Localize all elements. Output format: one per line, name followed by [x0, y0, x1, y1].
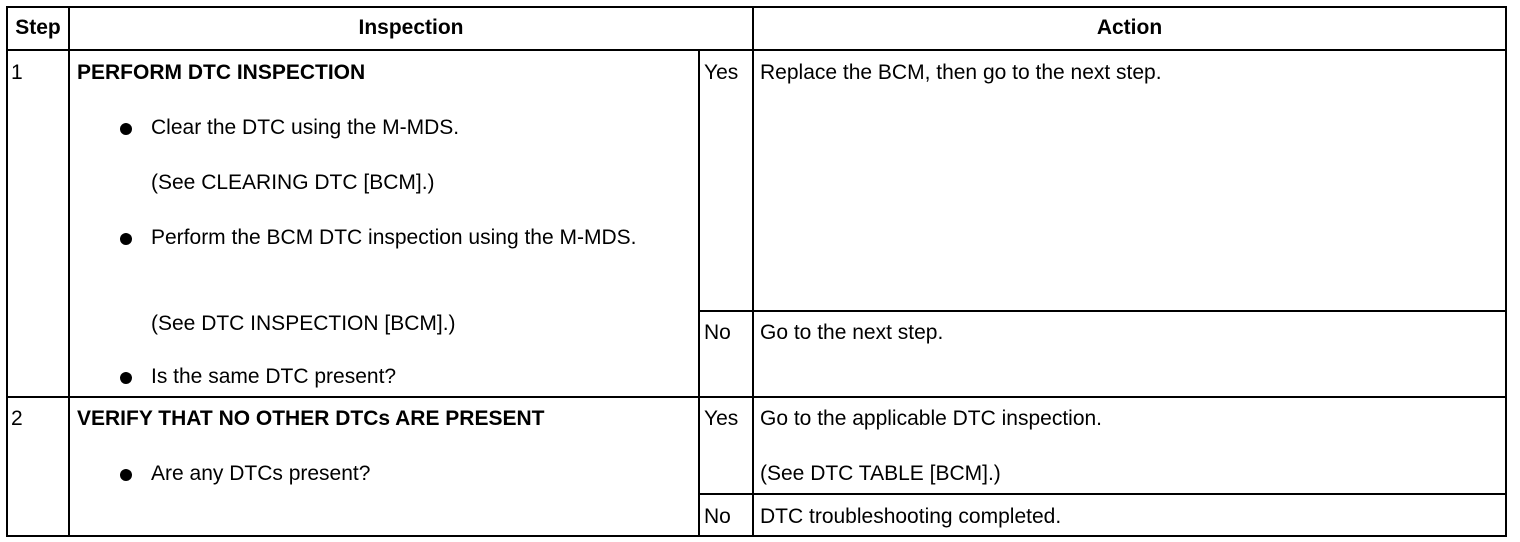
step-number: 1 [11, 61, 23, 84]
label-column-divider [698, 49, 700, 535]
yes-no-divider-2 [698, 493, 1505, 495]
bullet-icon [120, 469, 132, 481]
inspection-bullet: Are any DTCs present? [120, 460, 370, 488]
reference-text: (See DTC INSPECTION [BCM].) [151, 312, 456, 335]
reference-text: (See DTC TABLE [BCM].) [760, 462, 1001, 485]
yes-no-divider-1 [698, 310, 1505, 312]
bullet-text: Is the same DTC present? [151, 365, 397, 388]
inspection-title: VERIFY THAT NO OTHER DTCs ARE PRESENT [77, 407, 545, 430]
inspection-bullet: Perform the BCM DTC inspection using the… [120, 224, 651, 252]
bullet-icon [120, 233, 132, 245]
header-divider [8, 49, 1505, 51]
header-action: Action [1096, 16, 1163, 39]
row-divider [8, 396, 1505, 398]
yes-action: Go to the applicable DTC inspection. [760, 407, 1103, 430]
no-label: No [704, 321, 731, 344]
inspection-bullet: Is the same DTC present? [120, 363, 396, 391]
yes-label: Yes [704, 407, 739, 430]
inspection-bullet: Clear the DTC using the M-MDS. [120, 114, 459, 142]
no-label: No [704, 505, 731, 528]
bullet-icon [120, 123, 132, 135]
inspection-title: PERFORM DTC INSPECTION [77, 61, 366, 84]
step-number: 2 [11, 407, 23, 430]
bullet-text: Clear the DTC using the M-MDS. [151, 116, 460, 139]
bullet-text: Are any DTCs present? [151, 462, 371, 485]
action-column-divider [752, 8, 754, 535]
yes-label: Yes [704, 61, 739, 84]
dtc-troubleshooting-table: Step Inspection Action 1 PERFORM DTC INS… [6, 6, 1507, 537]
reference-text: (See CLEARING DTC [BCM].) [151, 171, 435, 194]
yes-action: Replace the BCM, then go to the next ste… [760, 61, 1162, 84]
no-action: DTC troubleshooting completed. [760, 505, 1062, 528]
header-inspection: Inspection [358, 16, 464, 39]
header-step: Step [15, 16, 61, 39]
step-column-divider [68, 8, 70, 535]
no-action: Go to the next step. [760, 321, 944, 344]
bullet-icon [120, 372, 132, 384]
bullet-text: Perform the BCM DTC inspection using the… [151, 226, 637, 249]
